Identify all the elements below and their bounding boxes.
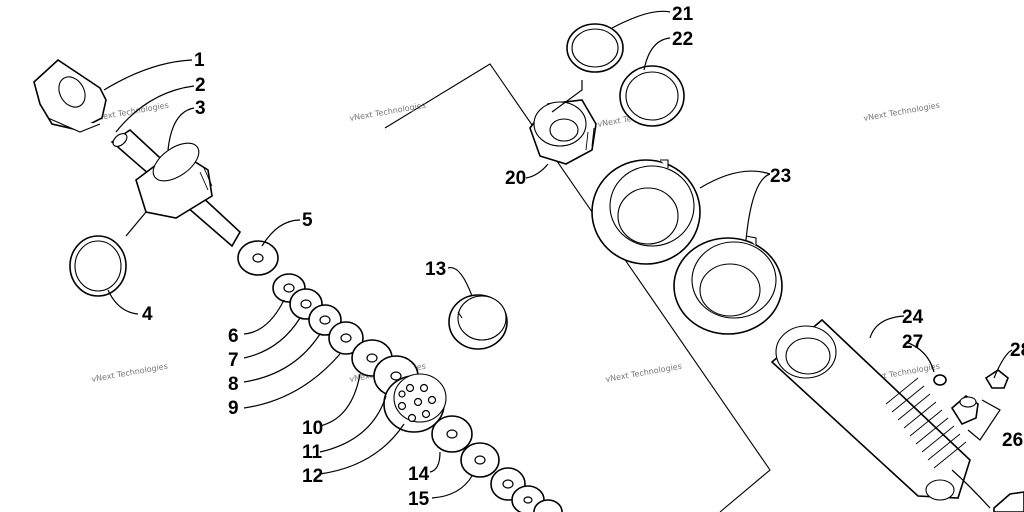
part-2-3-shaft-assembly — [110, 128, 242, 248]
callout-5: 5 — [302, 210, 313, 231]
callout-8: 8 — [228, 374, 239, 395]
callout-11: 11 — [302, 442, 323, 463]
part-23-spring-collar-upper — [591, 159, 701, 265]
watermark-text: vNext Technologies — [605, 362, 683, 384]
callout-6: 6 — [228, 326, 239, 347]
part-4-o-ring — [69, 235, 127, 297]
callout-15: 15 — [408, 489, 430, 510]
callout-27: 27 — [902, 332, 923, 353]
callout-4: 4 — [142, 304, 153, 325]
callout-28: 28 — [1010, 340, 1024, 361]
part-15-shim — [460, 442, 500, 478]
inset-panel-outline — [384, 63, 771, 512]
watermark-text: vNext Technologies — [91, 362, 169, 384]
callout-21: 21 — [672, 4, 694, 25]
callout-3: 3 — [195, 98, 206, 119]
part-23-spring-collar-lower — [673, 235, 783, 335]
part-bottom-right-partial — [993, 491, 1024, 512]
part-26-valve-fitting — [950, 394, 979, 426]
part-1-eyelet — [33, 58, 107, 133]
callout-7: 7 — [228, 350, 239, 371]
svg-text:​: ​ — [98, 127, 101, 141]
callout-12: 12 — [302, 466, 323, 487]
callout-23: 23 — [770, 166, 791, 187]
callout-14: 14 — [408, 464, 430, 485]
part-24-shock-body — [770, 318, 971, 501]
callout-1: 1 — [194, 50, 205, 71]
part-22-retaining-ring — [619, 65, 685, 127]
part-9-shim — [328, 321, 364, 355]
watermark-text: vNext Technologies — [863, 101, 941, 123]
callout-22: 22 — [672, 29, 693, 50]
part-18-shim — [533, 499, 563, 512]
part-13-piston-band — [448, 294, 508, 350]
callout-26: 26 — [1002, 430, 1023, 451]
callout-24: 24 — [902, 307, 924, 328]
watermark-text: vNext Technologies — [349, 101, 427, 123]
part-28-valve-cap — [984, 369, 1009, 389]
part-5-washer — [237, 240, 279, 276]
part-14-shim — [431, 415, 473, 453]
part-11-12-piston — [383, 373, 447, 433]
callout-labels: 1 2 3 4 5 6 7 8 9 10 11 12 13 14 15 20 2… — [142, 4, 1024, 510]
part-20-reservoir-cap — [529, 99, 597, 165]
callout-10: 10 — [302, 418, 323, 439]
callout-20: 20 — [505, 168, 526, 189]
callout-13: 13 — [425, 259, 446, 280]
part-27-small-ring — [933, 374, 947, 386]
part-21-o-ring — [566, 23, 624, 73]
callout-9: 9 — [228, 398, 239, 419]
callout-2: 2 — [195, 75, 206, 96]
leader-lines — [103, 10, 1013, 509]
